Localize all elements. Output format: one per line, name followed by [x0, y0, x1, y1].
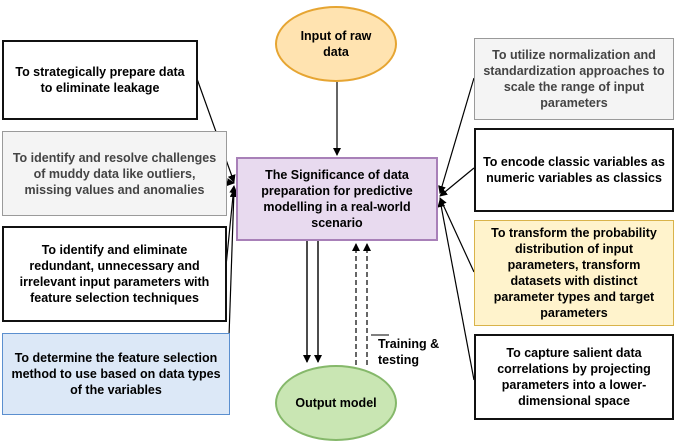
central-node-label: The Significance of data preparation for… — [261, 168, 413, 230]
output-model-node: Output model — [275, 365, 397, 441]
arrow-left-2 — [225, 178, 235, 187]
right-box-2-label: To encode classic variables as numeric v… — [483, 155, 665, 185]
left-box-4-label: To determine the feature selection metho… — [11, 351, 221, 397]
arrow-right-1 — [438, 77, 475, 194]
left-box-3: To identify and eliminate redundant, unn… — [2, 226, 227, 322]
input-node-label: Input of raw data — [300, 29, 372, 59]
left-box-2: To identify and resolve challenges of mu… — [2, 131, 227, 216]
central-node: The Significance of data preparation for… — [236, 157, 438, 241]
right-box-1-label: To utilize normalization and standardiza… — [483, 48, 665, 110]
right-box-1: To utilize normalization and standardiza… — [474, 38, 674, 120]
left-box-3-label: To identify and eliminate redundant, unn… — [19, 243, 210, 305]
output-node-label: Output model — [295, 396, 377, 410]
left-box-1: To strategically prepare data to elimina… — [2, 40, 198, 120]
right-box-2: To encode classic variables as numeric v… — [474, 128, 674, 212]
arrow-right-4 — [437, 199, 475, 381]
left-box-4: To determine the feature selection metho… — [2, 333, 230, 415]
arrow-right-3 — [439, 197, 475, 273]
right-box-3-label: To transform the probability distributio… — [491, 226, 657, 320]
training-testing-label: Training & testing — [378, 337, 440, 367]
arrow-right-2 — [439, 167, 475, 197]
left-box-2-label: To identify and resolve challenges of mu… — [12, 150, 217, 197]
arrow-left-1 — [195, 75, 236, 183]
input-raw-data-node: Input of raw data — [275, 6, 397, 82]
arrow-left-3 — [225, 185, 238, 267]
right-box-4: To capture salient data correlations by … — [474, 334, 674, 420]
right-box-3: To transform the probability distributio… — [474, 220, 674, 326]
left-box-1-label: To strategically prepare data to elimina… — [15, 65, 185, 95]
right-box-4-label: To capture salient data correlations by … — [497, 346, 651, 408]
